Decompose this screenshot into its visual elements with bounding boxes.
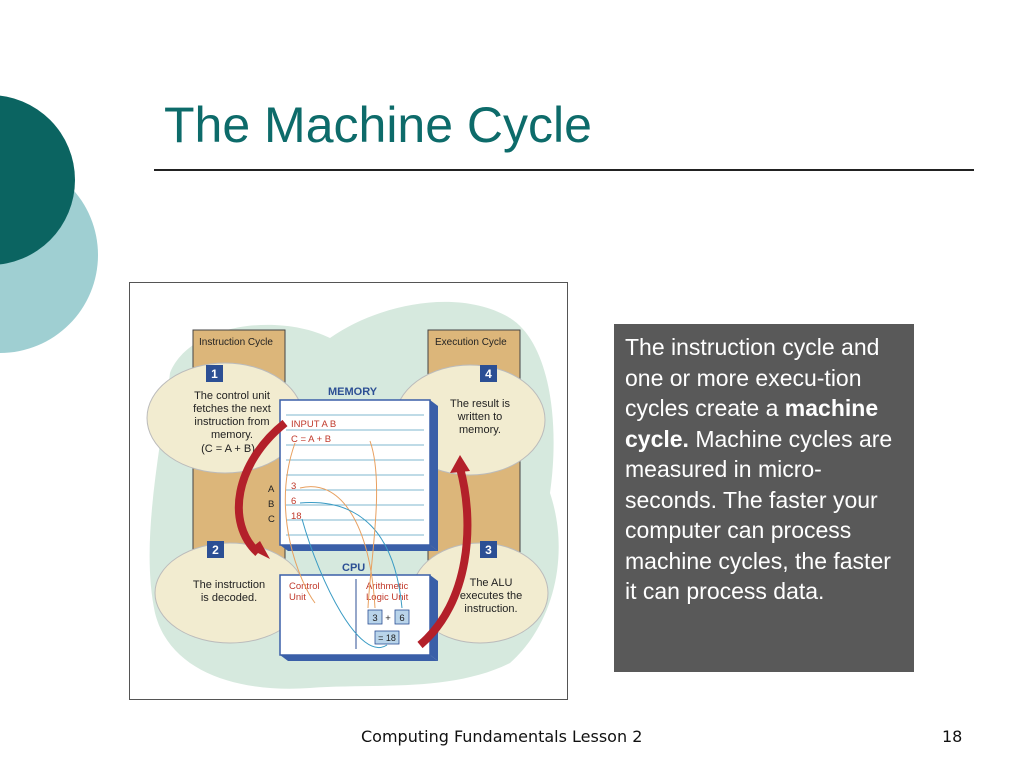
data-flow-line xyxy=(367,440,378,609)
register-name: A xyxy=(268,484,275,495)
register-value: 18 xyxy=(291,511,302,522)
step-1-line: instruction from xyxy=(194,416,269,428)
alu-operand-a: 3 xyxy=(372,613,377,624)
memory-line: INPUT A B xyxy=(291,419,336,430)
cpu-label: CPU xyxy=(342,562,365,574)
alu-operand-box xyxy=(367,609,383,625)
data-flow-line xyxy=(299,502,403,609)
page-number: 18 xyxy=(942,727,963,746)
cpu-block-side xyxy=(430,575,438,661)
step-1-line: (C = A + B) xyxy=(201,443,255,455)
callout-text: Machine cycles are measured in micro-sec… xyxy=(625,425,893,605)
data-flow-line xyxy=(299,486,376,609)
step-4-line: written to xyxy=(457,411,503,423)
alu-result-box xyxy=(374,630,400,645)
step-4-line: memory. xyxy=(459,424,501,436)
memory-block-side xyxy=(430,400,438,551)
memory-block-bottom xyxy=(280,545,438,551)
alu-label: Arithmetic xyxy=(366,581,408,592)
step-4-number: 4 xyxy=(485,367,492,381)
footer-text: Computing Fundamentals Lesson 2 xyxy=(361,727,643,746)
register-value: 3 xyxy=(291,481,296,492)
fetch-arrow xyxy=(234,419,288,556)
register-name: C xyxy=(268,514,275,525)
dark-circle xyxy=(0,95,75,265)
memory-label: MEMORY xyxy=(328,386,378,398)
memory-line: C = A + B xyxy=(291,434,331,445)
alu-operand-box xyxy=(394,609,410,625)
fetch-arrow-head xyxy=(250,541,270,559)
explanation-callout: The instruction cycle and one or more ex… xyxy=(614,324,914,672)
cpu-block-bottom xyxy=(280,655,438,661)
step-2-badge xyxy=(207,541,224,558)
alu-operand-b: 6 xyxy=(399,613,404,624)
step-1-line: memory. xyxy=(211,429,253,441)
alu-operator: + xyxy=(385,613,391,624)
control-unit-label: Control xyxy=(289,581,320,592)
register-name: B xyxy=(268,499,274,510)
step-2-number: 2 xyxy=(212,543,219,557)
decorative-circles xyxy=(0,95,98,353)
step-1-line: fetches the next xyxy=(193,403,271,415)
alu-label: Logic Unit xyxy=(366,592,409,603)
step-1-number: 1 xyxy=(211,367,218,381)
register-value: 6 xyxy=(291,496,296,507)
slide-title: The Machine Cycle xyxy=(164,97,592,153)
step-2-line: is decoded. xyxy=(201,592,257,604)
machine-cycle-diagram: Instruction Cycle Execution Cycle 1 4 2 … xyxy=(129,282,568,700)
step-4-badge xyxy=(480,365,497,382)
step-3-badge xyxy=(480,541,497,558)
callout-bold-term: machine cycle. xyxy=(625,395,879,452)
data-flow-line xyxy=(301,518,388,648)
step-3-line: executes the xyxy=(460,590,522,602)
step-3-line: instruction. xyxy=(464,603,517,615)
title-rule xyxy=(154,169,974,171)
control-unit-label: Unit xyxy=(289,592,306,603)
step-2-line: The instruction xyxy=(193,579,265,591)
step-3-line: The ALU xyxy=(470,577,513,589)
memory-block xyxy=(279,399,431,546)
data-flow-line xyxy=(284,442,316,604)
callout-text: The instruction cycle and one or more ex… xyxy=(625,334,880,421)
step-4-line: The result is xyxy=(450,398,510,410)
step-1-badge xyxy=(206,365,223,382)
alu-result: = 18 xyxy=(378,633,396,643)
step-1-line: The control unit xyxy=(194,390,270,402)
writeback-arrow xyxy=(417,466,472,649)
step-3-number: 3 xyxy=(485,543,492,557)
instruction-cycle-label: Instruction Cycle xyxy=(199,337,273,348)
writeback-arrow-head xyxy=(450,455,470,473)
execution-cycle-label: Execution Cycle xyxy=(435,337,507,348)
